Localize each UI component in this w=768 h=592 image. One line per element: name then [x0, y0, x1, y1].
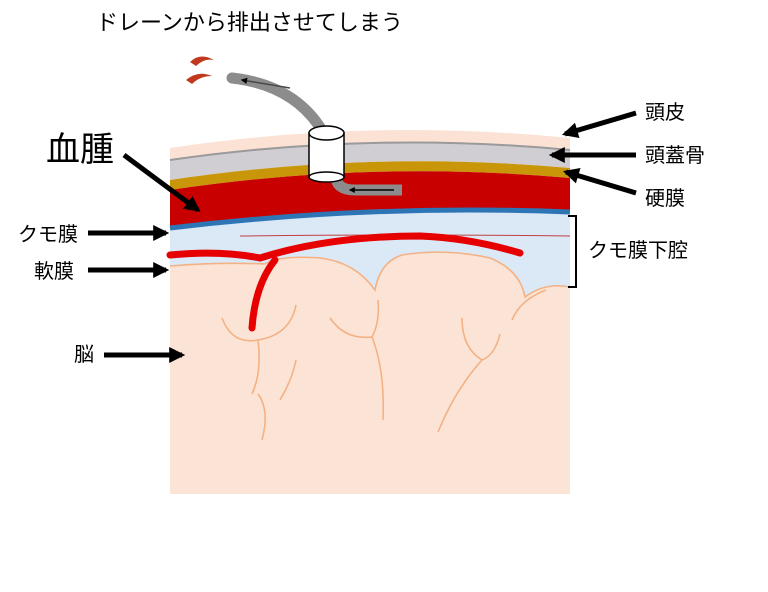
skull-label: 頭蓋骨 — [645, 143, 705, 167]
title-text: ドレーンから排出させてしまう — [96, 11, 403, 36]
blood-vessel-branch — [248, 256, 279, 332]
hematoma-region — [170, 171, 570, 228]
scalp-label: 頭皮 — [645, 100, 685, 124]
dura-label: 硬膜 — [645, 186, 685, 210]
hematoma-label: 血腫 — [46, 130, 114, 170]
blood-vessel — [166, 232, 524, 262]
scalp-layer — [170, 130, 570, 160]
arrow-icon — [562, 168, 637, 196]
skull-layer — [170, 142, 570, 180]
arachnoid-membrane — [169, 207, 571, 231]
pia-label: 軟膜 — [34, 259, 74, 283]
subarachnoid-space-label: クモ膜下腔 — [588, 238, 688, 262]
skull-outline — [169, 141, 571, 161]
arachnoid-label: クモ膜 — [18, 222, 78, 246]
arrow-icon — [561, 110, 637, 139]
arrow-icon — [122, 152, 201, 213]
drain-tube-icon — [226, 72, 402, 196]
blood-drop-icon — [186, 56, 214, 84]
bracket-icon — [568, 215, 577, 288]
brain-label: 脳 — [74, 342, 94, 366]
brain-gyri — [169, 251, 571, 441]
dura-layer — [170, 161, 570, 190]
subarachnoid-space — [170, 211, 570, 297]
